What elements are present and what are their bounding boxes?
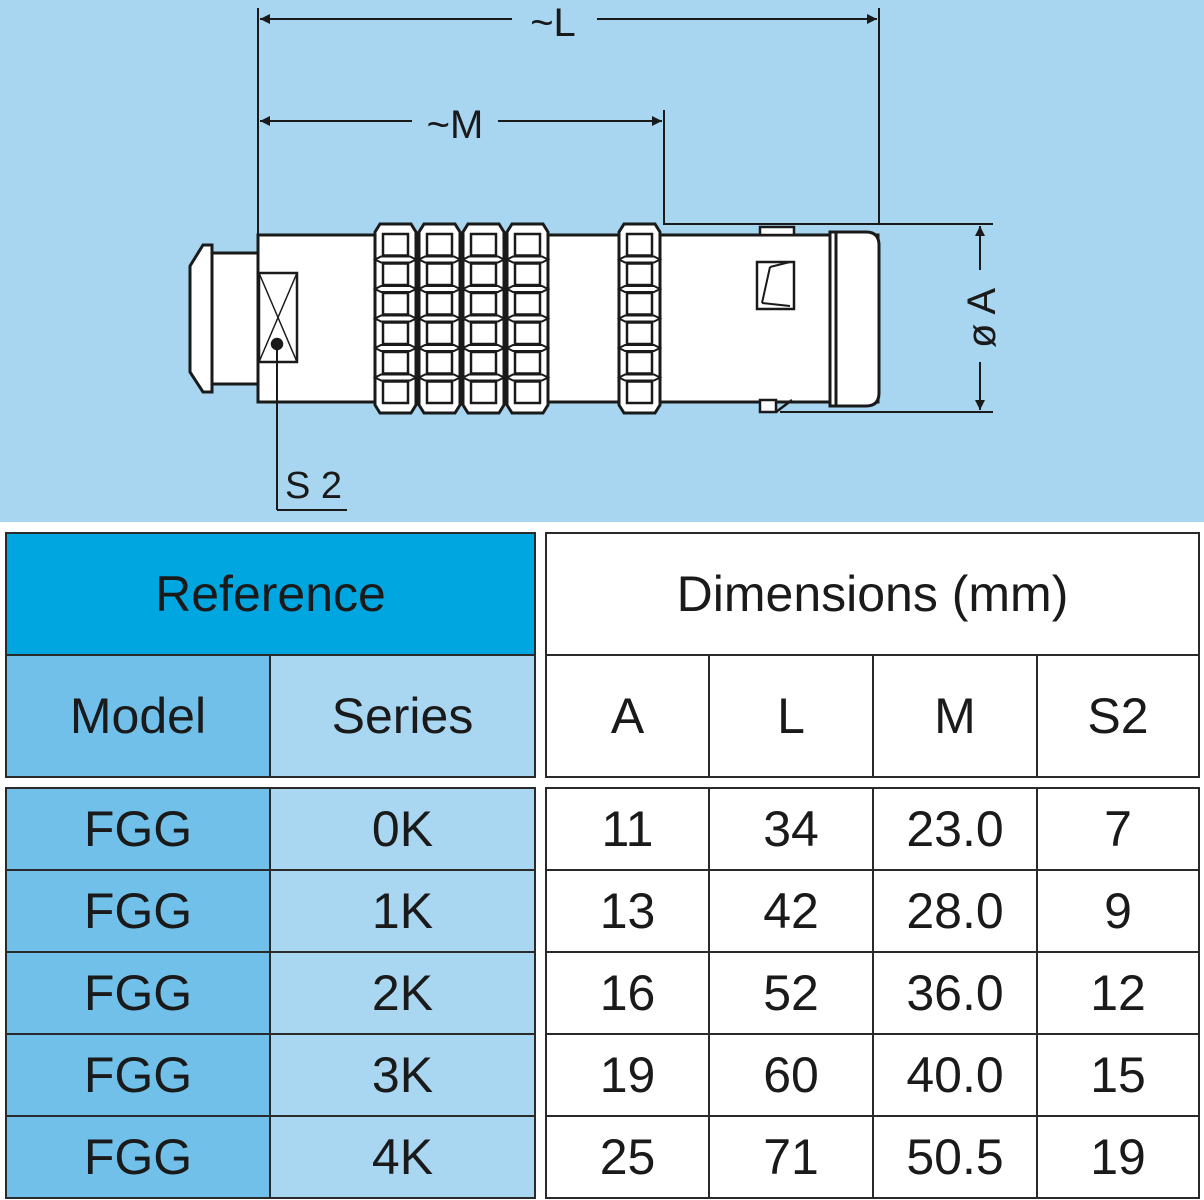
cell-m-value: 36.0 [906, 965, 1004, 1021]
dimension-A: ø A [960, 226, 1004, 410]
cell-l: 60 [708, 1033, 874, 1117]
cell-a-value: 11 [601, 801, 654, 857]
cell-a: 25 [545, 1115, 710, 1199]
cell-series: 3K [269, 1033, 536, 1117]
column-header-A: A [545, 654, 710, 778]
cell-a: 11 [545, 787, 710, 871]
cell-a: 13 [545, 869, 710, 953]
cell-l-value: 34 [763, 801, 819, 857]
knurl-ring [616, 222, 663, 415]
cell-model-value: FGG [83, 965, 193, 1021]
column-header-model: Model [5, 654, 271, 778]
column-header-model-label: Model [69, 688, 207, 744]
cell-a-value: 16 [599, 965, 656, 1021]
column-header-L: L [708, 654, 874, 778]
cell-model-value: FGG [83, 883, 193, 939]
connector-diagram-svg: ~L ~M ø A [188, 1, 1004, 511]
cell-m-value: 28.0 [906, 883, 1004, 939]
dimension-label-L: ~L [530, 1, 576, 45]
cell-l: 34 [708, 787, 874, 871]
reference-header: Reference [5, 532, 536, 656]
cell-series: 4K [269, 1115, 536, 1199]
cell-a: 19 [545, 1033, 710, 1117]
column-header-M: M [872, 654, 1038, 778]
column-header-M-label: M [934, 688, 976, 744]
cell-m-value: 50.5 [906, 1129, 1004, 1185]
cell-m: 28.0 [872, 869, 1038, 953]
cell-series-value: 4K [371, 1129, 434, 1185]
cell-model-value: FGG [83, 1129, 193, 1185]
cell-s2-value: 15 [1090, 1047, 1146, 1103]
column-header-L-label: L [777, 688, 805, 744]
cell-m: 40.0 [872, 1033, 1038, 1117]
dimension-label-S2: S 2 [285, 465, 342, 507]
cell-l: 42 [708, 869, 874, 953]
cell-series-value: 0K [371, 801, 434, 857]
cell-l: 52 [708, 951, 874, 1035]
cell-s2-value: 19 [1090, 1129, 1146, 1185]
s2-leader: S 2 [276, 344, 347, 511]
cell-s2-value: 9 [1104, 883, 1132, 939]
latch-window [755, 225, 796, 414]
cell-model-value: FGG [83, 1047, 193, 1103]
cell-model: FGG [5, 1115, 271, 1199]
reference-header-label: Reference [155, 566, 386, 622]
cell-series: 2K [269, 951, 536, 1035]
dimension-M: ~M [260, 103, 662, 147]
cell-s2-value: 7 [1104, 801, 1132, 857]
cell-series-value: 3K [371, 1047, 434, 1103]
cell-a: 16 [545, 951, 710, 1035]
cell-model: FGG [5, 869, 271, 953]
cell-s2: 15 [1036, 1033, 1200, 1117]
cell-l-value: 42 [763, 883, 819, 939]
cell-m-value: 40.0 [906, 1047, 1004, 1103]
knurl-ring [460, 222, 507, 415]
cell-model: FGG [5, 787, 271, 871]
cell-series: 0K [269, 787, 536, 871]
cell-a-value: 19 [599, 1047, 656, 1103]
cell-s2-value: 12 [1090, 965, 1146, 1021]
cell-series-value: 2K [371, 965, 434, 1021]
dimension-label-M: ~M [427, 103, 484, 147]
dimensions-header: Dimensions (mm) [545, 532, 1200, 656]
cell-a-value: 25 [599, 1129, 656, 1185]
cell-model: FGG [5, 1033, 271, 1117]
cell-s2: 12 [1036, 951, 1200, 1035]
connector-drawing: ~L ~M ø A [0, 0, 1204, 522]
cell-a-value: 13 [599, 883, 656, 939]
knurl-ring [416, 222, 463, 415]
dimension-L: ~L [260, 1, 877, 45]
cell-m: 23.0 [872, 787, 1038, 871]
cell-s2: 7 [1036, 787, 1200, 871]
cell-model: FGG [5, 951, 271, 1035]
sleeve [256, 233, 880, 404]
column-header-series-label: Series [331, 688, 474, 744]
column-header-S2: S2 [1036, 654, 1200, 778]
column-header-A-label: A [610, 688, 645, 744]
cell-l-value: 71 [763, 1129, 819, 1185]
cell-model-value: FGG [83, 801, 193, 857]
cell-l-value: 60 [763, 1047, 819, 1103]
front-nose [828, 230, 881, 408]
extension-lines [257, 8, 993, 413]
cell-l-value: 52 [763, 965, 819, 1021]
cell-m: 50.5 [872, 1115, 1038, 1199]
cell-s2: 19 [1036, 1115, 1200, 1199]
rear-neck [210, 251, 260, 386]
rear-cap [188, 243, 214, 394]
knurled-grip [372, 222, 663, 415]
cell-series: 1K [269, 869, 536, 953]
dimension-label-diameter-A: ø A [960, 288, 1004, 348]
dimensions-header-label: Dimensions (mm) [676, 566, 1069, 622]
column-header-series: Series [269, 654, 536, 778]
knurl-ring [504, 222, 551, 415]
cell-m: 36.0 [872, 951, 1038, 1035]
cell-series-value: 1K [371, 883, 434, 939]
cell-s2: 9 [1036, 869, 1200, 953]
column-header-S2-label: S2 [1087, 688, 1149, 744]
knurl-ring [372, 222, 419, 415]
cell-m-value: 23.0 [906, 801, 1004, 857]
cell-l: 71 [708, 1115, 874, 1199]
